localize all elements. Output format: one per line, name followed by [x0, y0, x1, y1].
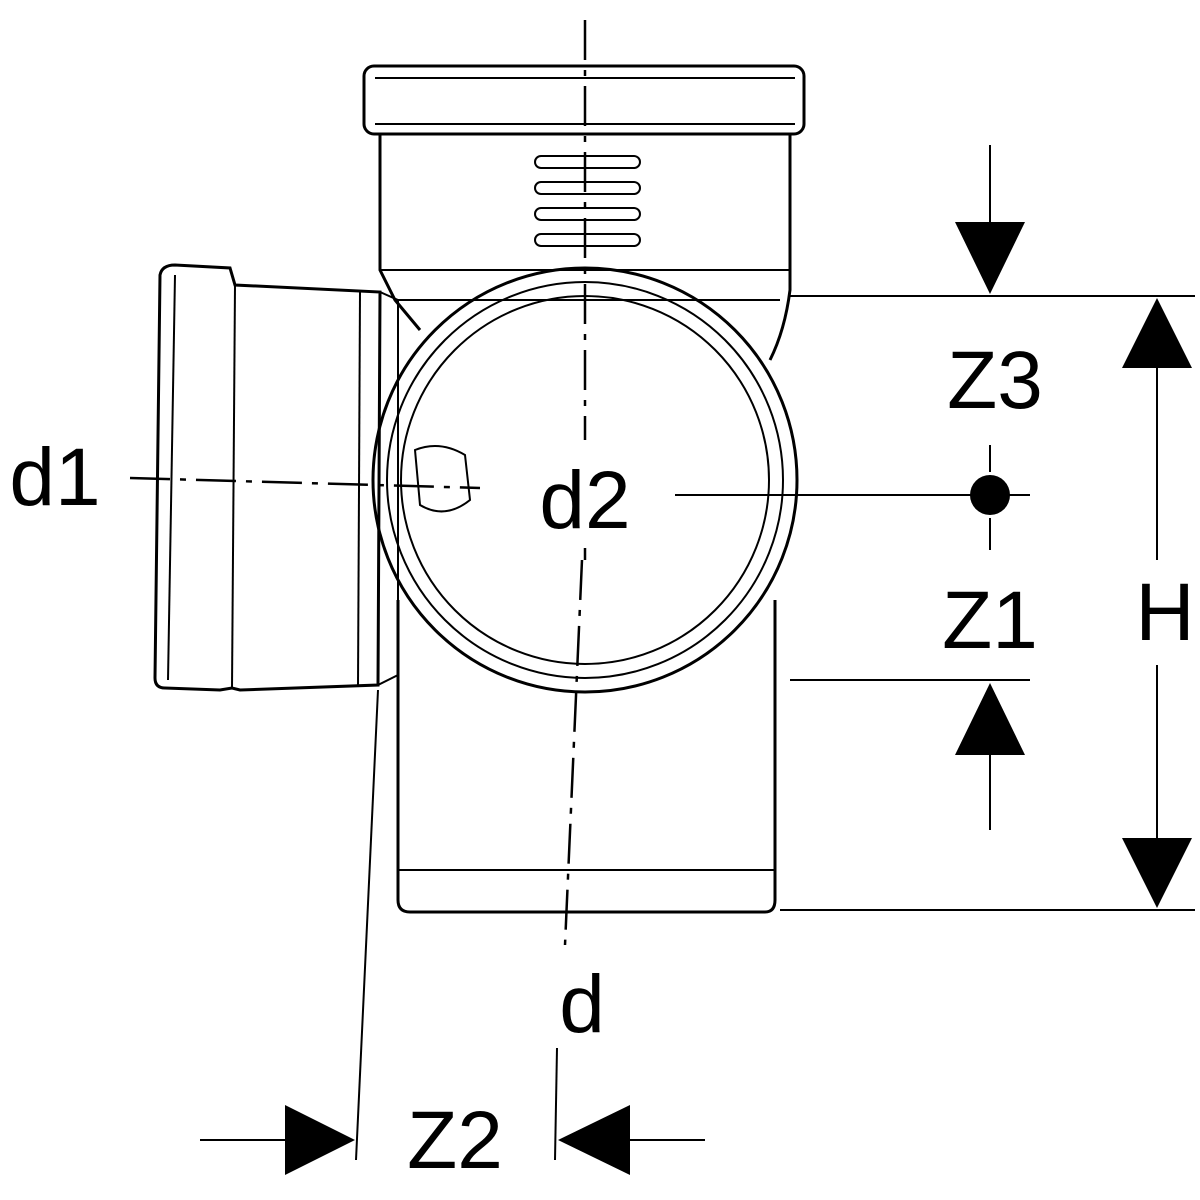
thread-lines: [534, 155, 641, 247]
labels: d1 d2 Z3 Z1 H d Z2: [9, 335, 1194, 1186]
label-h: H: [1135, 567, 1194, 658]
z1-arrow: [955, 683, 1025, 755]
label-d1: d1: [9, 432, 100, 523]
label-d: d: [559, 959, 605, 1050]
label-z3: Z3: [947, 335, 1043, 426]
fitting-body: [153, 64, 806, 914]
z3-arrow: [955, 222, 1025, 294]
label-z1: Z1: [942, 575, 1038, 666]
z2-arrow-right: [558, 1105, 630, 1175]
origin-dot: [970, 475, 1010, 515]
h-arrow-up: [1122, 298, 1192, 368]
label-z2: Z2: [407, 1095, 503, 1186]
label-d2: d2: [539, 455, 630, 546]
z2-arrow-left: [285, 1105, 355, 1175]
dimension-lines: [200, 145, 1195, 1175]
h-arrow-down: [1122, 838, 1192, 908]
